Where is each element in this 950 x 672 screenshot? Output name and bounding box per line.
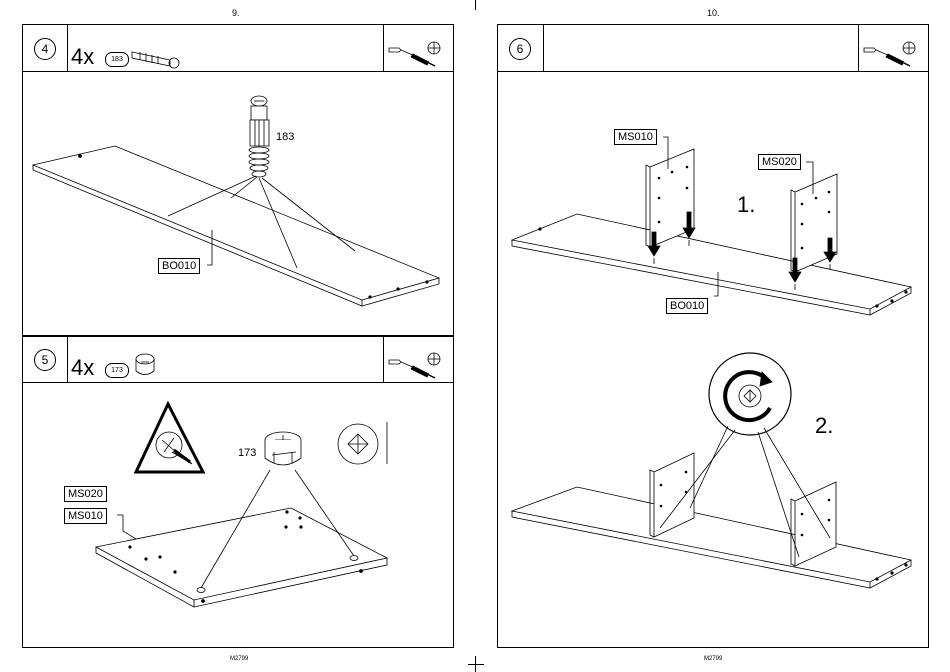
crosshead-screw-icon [428, 42, 440, 54]
crosshead-screw-icon [428, 353, 440, 365]
bo010-board-step6-top [512, 214, 911, 315]
lock-rotation-detail [709, 353, 791, 435]
label-ms010-step6: MS010 [614, 129, 657, 145]
screwdriver-icon [389, 48, 435, 66]
step-order-2: 2. [815, 413, 833, 439]
screwdriver-icon [864, 48, 910, 66]
screwdriver-icon [389, 360, 435, 378]
bo010-board-step6-bottom [512, 487, 911, 588]
warning-triangle-icon [136, 404, 203, 472]
cam-lock-header-icon [136, 354, 154, 375]
label-bo010-step4: BO010 [158, 258, 200, 274]
callout-173: 173 [238, 447, 256, 459]
label-ms020-step6: MS020 [758, 154, 801, 170]
cam-lock-173 [265, 432, 301, 465]
label-bo010-step6: BO010 [666, 298, 708, 314]
cam-bolt-183 [249, 96, 269, 177]
label-ms010-step5: MS010 [64, 508, 107, 524]
cam-lock-position-detail [338, 422, 387, 464]
crosshead-screw-icon [903, 42, 915, 54]
step-order-1: 1. [737, 192, 755, 218]
label-ms020-step5: MS020 [64, 486, 107, 502]
cam-bolt-header-icon [132, 52, 179, 68]
bo010-board-step4 [33, 146, 439, 306]
shelf-panel-step5 [96, 508, 387, 607]
callout-183: 183 [276, 131, 294, 143]
